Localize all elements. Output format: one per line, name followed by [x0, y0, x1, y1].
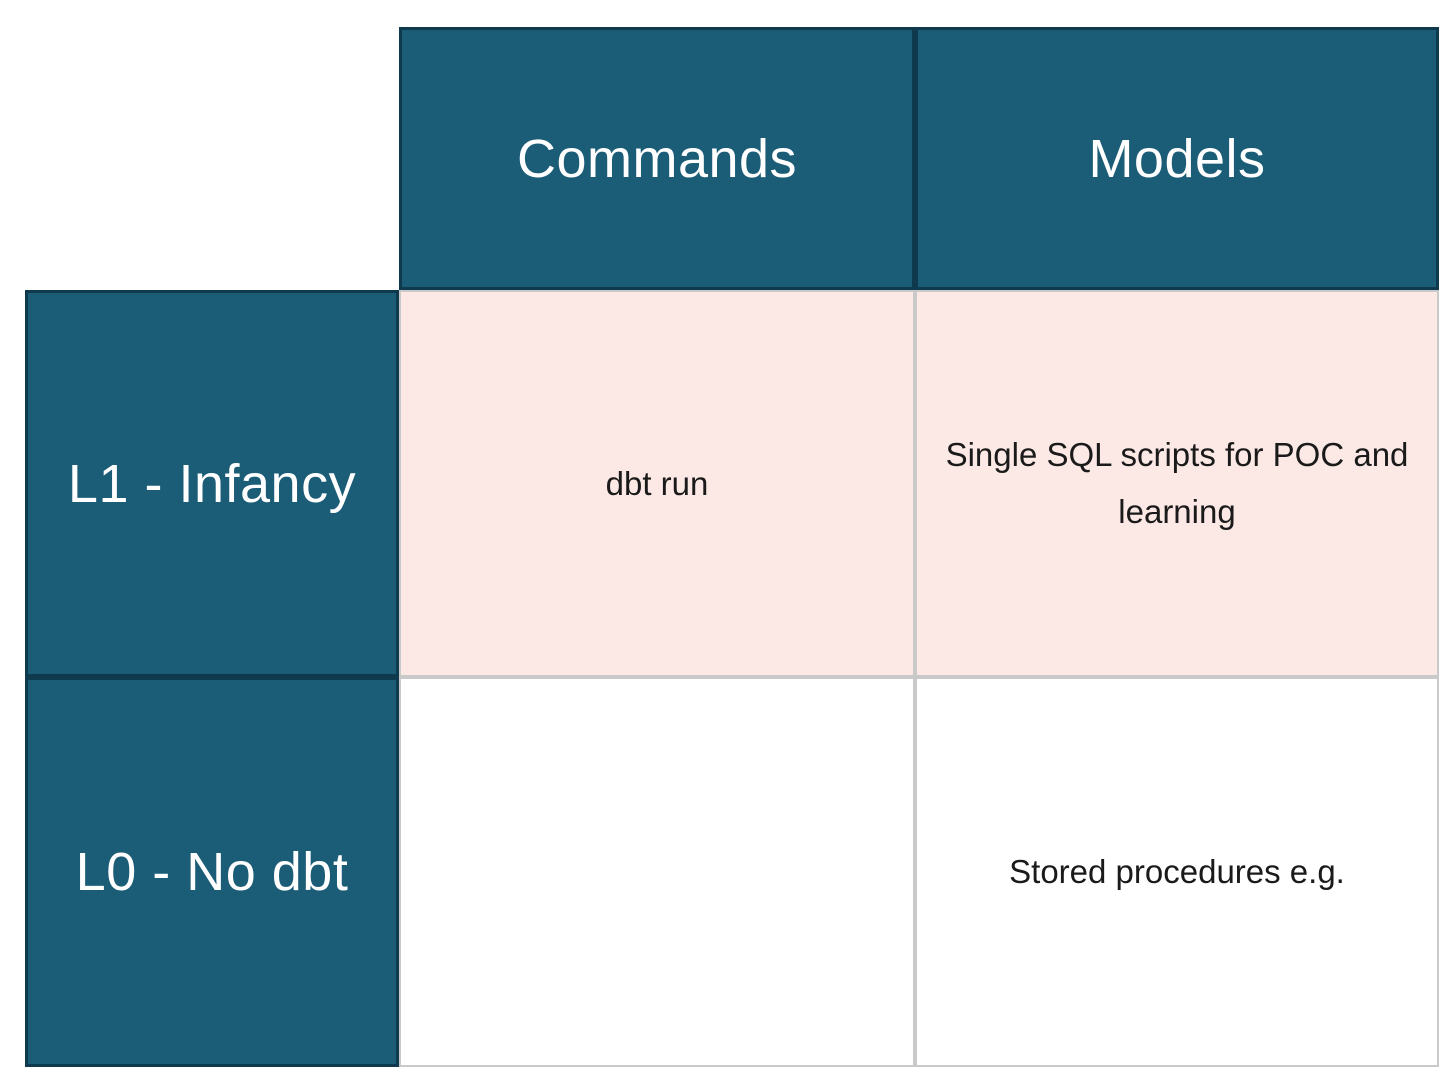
cell-l1-commands-text: dbt run [605, 464, 709, 502]
row-header-l0-no-dbt-label: L0 - No dbt [75, 842, 349, 902]
row-header-l1-infancy: L1 - Infancy [25, 290, 399, 677]
column-header-models: Models [915, 27, 1439, 290]
dbt-maturity-matrix: Commands Models L1 - Infancy dbt run Sin… [25, 27, 1439, 1067]
row-header-l1-infancy-label: L1 - Infancy [67, 453, 357, 514]
column-header-commands-label: Commands [516, 128, 798, 189]
cell-l1-commands: dbt run [399, 290, 915, 677]
matrix-corner-spacer [25, 27, 399, 290]
cell-l1-models-text: Single SQL scripts for POC and learning [945, 436, 1409, 530]
column-header-models-label: Models [1088, 128, 1266, 189]
cell-l0-models-text: Stored procedures e.g. [1009, 853, 1345, 890]
cell-l0-models: Stored procedures e.g. [915, 677, 1439, 1067]
cell-l1-models: Single SQL scripts for POC and learning [915, 290, 1439, 677]
column-header-commands: Commands [399, 27, 915, 290]
row-header-l0-no-dbt: L0 - No dbt [25, 677, 399, 1067]
cell-l0-commands [399, 677, 915, 1067]
